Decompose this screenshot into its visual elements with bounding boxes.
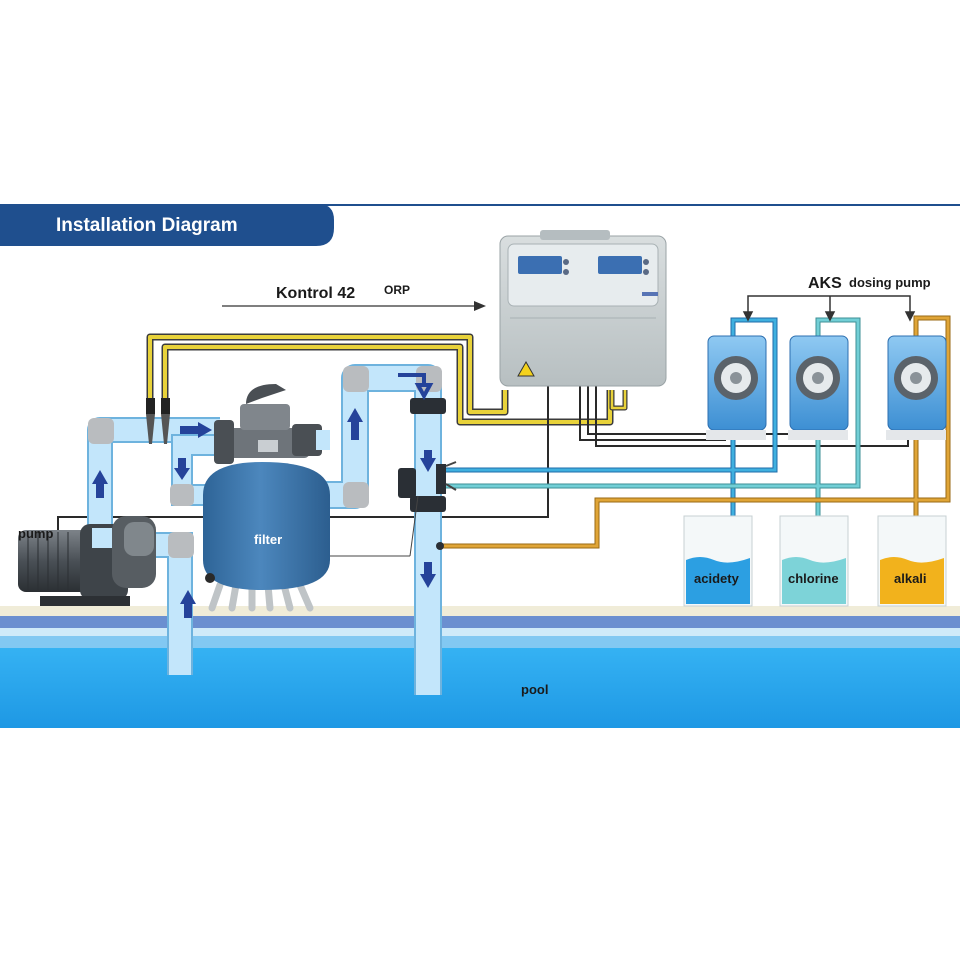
dosing-pump-bracket: [742, 295, 916, 322]
controller-box: [499, 230, 667, 387]
flow-arrow-down: [174, 458, 190, 480]
flow-arrow-right-down: [398, 373, 434, 401]
dosing-pump-2: [788, 335, 849, 440]
chemical-tank-alkali: [877, 515, 947, 607]
pool-label: pool: [521, 682, 548, 697]
chemical-tank-chlorine: [779, 515, 849, 607]
dosing-brand-label: AKS: [808, 275, 842, 292]
flow-arrow-up: [347, 408, 363, 440]
warning-icon: [517, 360, 535, 377]
dosing-title-label: dosing pump: [849, 275, 931, 290]
filter-label: filter: [254, 532, 282, 547]
flow-arrow-up: [92, 470, 108, 498]
flow-arrow-right: [180, 422, 212, 438]
probe-fittings: [146, 398, 457, 491]
tank-label-acid: acidety: [694, 571, 740, 586]
left-display: [518, 256, 562, 274]
kontrol-arrow: [222, 301, 486, 311]
flow-arrows: [92, 373, 436, 618]
dosing-pump-3: [886, 335, 947, 440]
flow-arrow-down: [420, 450, 436, 472]
controller-mode-label: ORP: [384, 283, 410, 297]
page-title: Installation Diagram: [56, 215, 238, 236]
sand-filter: [203, 384, 330, 612]
filter-pointer-line: [409, 495, 419, 557]
tank-label-chlorine: chlorine: [788, 571, 839, 586]
circulation-pump: [18, 516, 156, 606]
header-banner: Installation Diagram: [0, 204, 960, 246]
tank-label-alkali: alkali: [894, 571, 927, 586]
pool: [0, 606, 960, 728]
pump-label: pump: [18, 526, 53, 541]
flow-arrow-up: [180, 590, 196, 618]
signal-cables: [146, 333, 628, 426]
flow-arrow-down: [420, 562, 436, 588]
controller-model-label: Kontrol 42: [276, 285, 355, 302]
right-display: [598, 256, 642, 274]
chemical-tank-acid: [683, 515, 753, 607]
dosing-pump-1: [706, 335, 767, 440]
